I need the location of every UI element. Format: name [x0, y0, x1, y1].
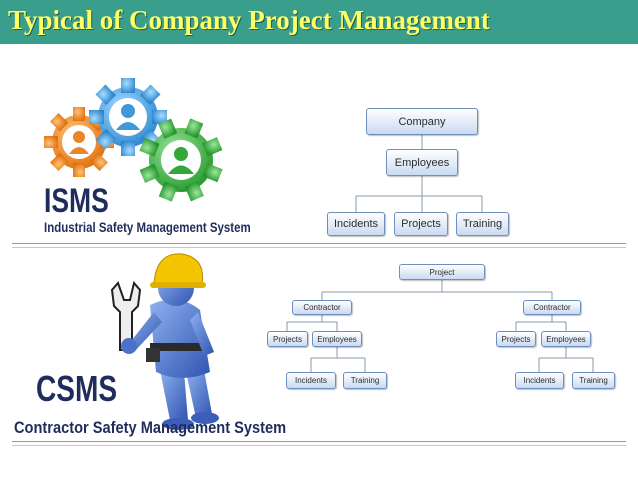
green-gear-icon [139, 118, 223, 202]
node-contractor-right: Contractor [523, 300, 581, 315]
blue-gear-icon [89, 78, 167, 156]
title-bar: Typical of Company Project Management [0, 0, 638, 44]
section-divider [12, 441, 626, 442]
gears-people-icon [44, 78, 223, 202]
section-divider [12, 247, 626, 248]
node-incidents-left: Incidents [286, 372, 336, 389]
isms-full-name: Industrial Safety Management System [44, 219, 251, 235]
node-incidents: Incidents [327, 212, 385, 236]
node-employees-right: Employees [541, 331, 591, 347]
csms-full-name: Contractor Safety Management System [14, 418, 287, 437]
node-projects-left: Projects [267, 331, 308, 347]
node-project: Project [399, 264, 485, 280]
node-employees: Employees [386, 149, 458, 176]
node-incidents-right: Incidents [515, 372, 564, 389]
node-projects-right: Projects [496, 331, 536, 347]
section-divider [12, 445, 626, 446]
node-contractor-left: Contractor [292, 300, 352, 315]
section-divider [12, 243, 626, 244]
csms-abbreviation: CSMS [36, 368, 118, 409]
node-employees-left: Employees [312, 331, 362, 347]
node-company: Company [366, 108, 478, 135]
wrench-icon [110, 280, 142, 351]
node-projects: Projects [394, 212, 448, 236]
page-title: Typical of Company Project Management [8, 5, 490, 35]
worker-with-wrench-icon [110, 253, 219, 430]
node-training-left: Training [343, 372, 387, 389]
node-training-right: Training [572, 372, 615, 389]
node-training: Training [456, 212, 509, 236]
isms-abbreviation: ISMS [44, 182, 109, 220]
